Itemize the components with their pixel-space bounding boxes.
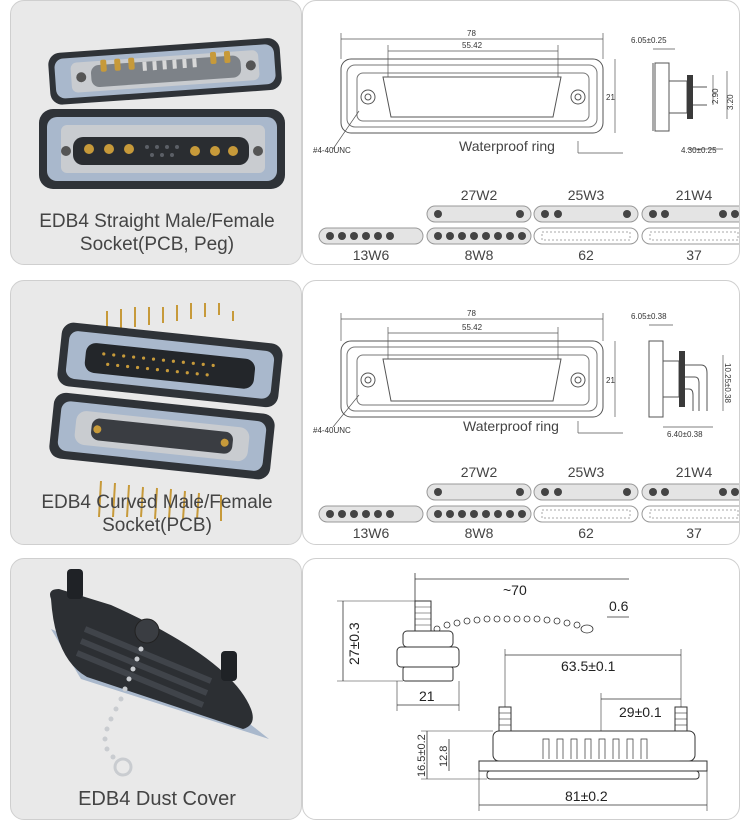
curved-socket-photo — [49, 303, 283, 521]
dim-cap-width: 21 — [419, 688, 435, 704]
drawing-panel-curved: 78 55.42 21 #4-40UNC Waterproof ring 6.0… — [302, 280, 740, 545]
code-13w6: 13W6 — [353, 247, 390, 263]
dim-thread: #4-40UNC — [313, 426, 351, 435]
dim-depth: 6.05±0.38 — [631, 312, 667, 321]
dim-span: 63.5±0.1 — [561, 658, 616, 674]
code-37: 37 — [686, 525, 702, 541]
photo-panel-straight: EDB4 Straight Male/Female Socket(PCB, Pe… — [10, 0, 302, 265]
dim-height: 21 — [606, 376, 615, 385]
caption-straight: EDB4 Straight Male/Female Socket(PCB, Pe… — [39, 211, 275, 255]
dim-side-b: 3.20 — [726, 94, 735, 110]
dim-body-h: 12.8 — [438, 746, 450, 767]
dim-pin: 4.30±0.25 — [681, 146, 717, 155]
dim-height: 21 — [606, 93, 615, 102]
dim-pitch: 55.42 — [462, 41, 483, 50]
code-27w2: 27W2 — [461, 464, 498, 480]
dim-width: 78 — [467, 29, 476, 38]
dim-half: 29±0.1 — [619, 704, 662, 720]
dim-width: 78 — [467, 309, 476, 318]
dim-height: 27±0.3 — [346, 622, 362, 665]
dim-total-h: 16.5±0.2 — [416, 734, 428, 777]
caption-curved: EDB4 Curved Male/Female Socket(PCB) — [41, 492, 273, 536]
drawing-panel-dust-cover: ~70 0.6 27±0.3 — [302, 558, 740, 820]
straight-socket-photo — [39, 38, 285, 189]
section-curved-socket: EDB4 Curved Male/Female Socket(PCB) 78 5… — [10, 280, 740, 545]
code-25w3: 25W3 — [568, 187, 605, 203]
dim-chain: ~70 — [503, 582, 527, 598]
dim-side-a: 2.90 — [711, 88, 720, 104]
dim-chain-end: 0.6 — [609, 598, 629, 614]
code-8w8: 8W8 — [465, 247, 494, 263]
photo-panel-dust-cover: EDB4 Dust Cover — [10, 558, 302, 820]
code-13w6: 13W6 — [353, 525, 390, 541]
waterproof-label: Waterproof ring — [463, 418, 559, 434]
dim-total-w: 81±0.2 — [565, 788, 608, 804]
code-25w3: 25W3 — [568, 464, 605, 480]
dim-pin: 6.40±0.38 — [667, 430, 703, 439]
dim-depth: 6.05±0.25 — [631, 36, 667, 45]
code-37: 37 — [686, 247, 702, 263]
photo-panel-curved: EDB4 Curved Male/Female Socket(PCB) — [10, 280, 302, 545]
code-62: 62 — [578, 525, 594, 541]
code-21w4: 21W4 — [676, 187, 713, 203]
dust-cover-drawing: ~70 0.6 27±0.3 — [337, 573, 708, 811]
section-straight-socket: EDB4 Straight Male/Female Socket(PCB, Pe… — [10, 0, 740, 265]
curved-technical-drawing: 78 55.42 21 #4-40UNC Waterproof ring 6.0… — [313, 309, 739, 541]
code-21w4: 21W4 — [676, 464, 713, 480]
straight-technical-drawing: 78 55.42 21 #4-40UNC Waterproof ring 6.0… — [313, 29, 739, 263]
code-27w2: 27W2 — [461, 187, 498, 203]
dim-side: 10.25±0.38 — [723, 363, 732, 404]
drawing-panel-straight: 78 55.42 21 #4-40UNC Waterproof ring 6.0… — [302, 0, 740, 265]
waterproof-label: Waterproof ring — [459, 138, 555, 154]
section-dust-cover: EDB4 Dust Cover ~70 0.6 — [10, 558, 740, 820]
caption-dust-cover: EDB4 Dust Cover — [78, 788, 236, 810]
dust-cover-photo — [50, 569, 269, 777]
dim-pitch: 55.42 — [462, 323, 483, 332]
dim-thread: #4-40UNC — [313, 146, 351, 155]
code-8w8: 8W8 — [465, 525, 494, 541]
code-62: 62 — [578, 247, 594, 263]
